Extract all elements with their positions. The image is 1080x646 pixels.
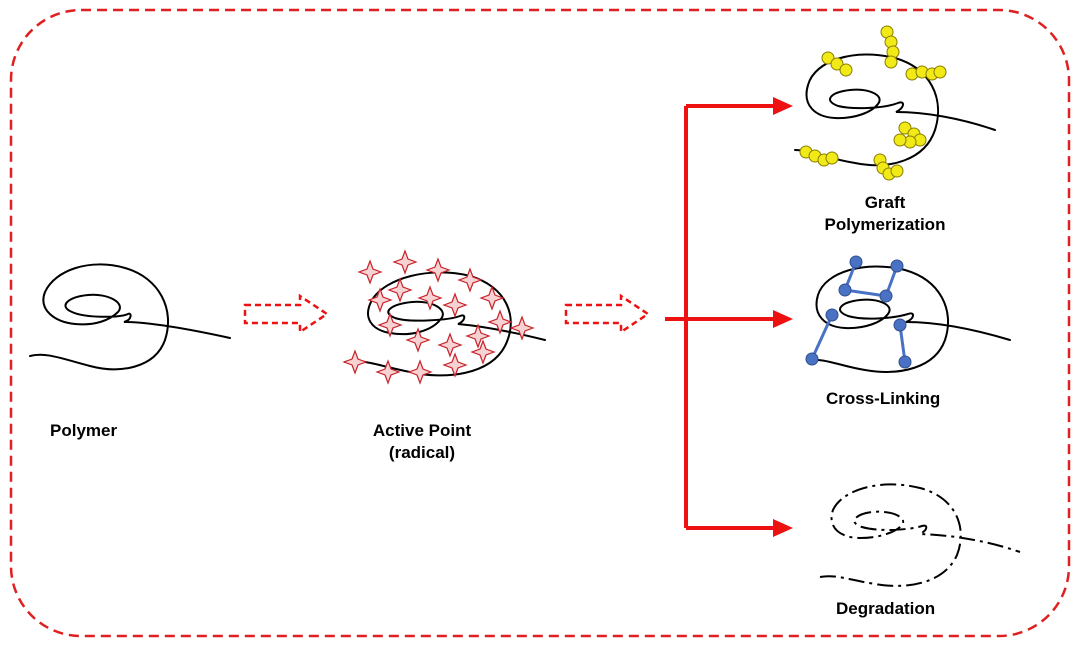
graft-polymer-chain	[794, 53, 996, 167]
graft-unit-icon	[821, 51, 835, 65]
active-point-star-icon	[367, 287, 393, 313]
active-point-star-icon	[487, 309, 513, 335]
graft-unit-icon	[884, 55, 898, 69]
crosslink-node-icon	[879, 289, 893, 303]
active-point-star-icon	[417, 285, 443, 311]
active-point-chain	[344, 271, 546, 377]
active-point-star-icon	[425, 257, 451, 283]
active-point-star-icon	[479, 285, 505, 311]
active-point-star-icon	[357, 259, 383, 285]
arrowhead-degradation	[773, 519, 793, 537]
active-point-star-icon	[377, 312, 403, 338]
label-active-point-line1: Active Point	[372, 421, 472, 440]
step-arrow-1	[243, 293, 330, 335]
crosslink-node-icon	[849, 255, 863, 269]
label-active-point: Active Point (radical)	[362, 420, 482, 464]
degraded-polymer-chain	[819, 483, 1021, 587]
active-point-star-icon	[442, 292, 468, 318]
active-point-star-icon	[392, 249, 418, 275]
crosslink-node-icon	[890, 259, 904, 273]
active-point-star-icon	[407, 359, 433, 385]
polymer-chain	[29, 263, 231, 371]
crosslink-node-icon	[805, 352, 819, 366]
label-polymer: Polymer	[50, 421, 118, 440]
label-graft-line2: Polymerization	[824, 215, 946, 234]
graft-unit-icon	[839, 63, 853, 77]
graft-side-chains	[799, 25, 947, 181]
active-point-star-icon	[405, 327, 431, 353]
label-active-point-line2: (radical)	[388, 443, 456, 462]
active-point-star-icon	[375, 359, 401, 385]
crosslink-node-icon	[893, 318, 907, 332]
crosslink-bonds	[805, 255, 912, 369]
active-point-star-icon	[437, 332, 463, 358]
step-arrow-2	[564, 293, 651, 335]
outer-dashed-frame	[9, 8, 1071, 638]
crosslink-bond	[810, 314, 834, 360]
branch-connector	[665, 97, 793, 537]
graft-unit-icon	[933, 65, 947, 79]
crosslink-bond	[844, 288, 887, 298]
active-point-star-icon	[509, 315, 535, 341]
active-point-star-icon	[387, 277, 413, 303]
active-point-star-icon	[470, 339, 496, 365]
arrowhead-crosslink	[773, 310, 793, 328]
label-graft-line1: Graft	[864, 193, 906, 212]
graft-unit-icon	[825, 151, 839, 165]
arrowhead-graft	[773, 97, 793, 115]
active-point-star-icon	[457, 267, 483, 293]
active-point-markers	[342, 249, 535, 385]
label-cross-linking: Cross-Linking	[826, 389, 941, 408]
label-degradation: Degradation	[836, 599, 936, 618]
crosslinked-polymer-chain	[807, 265, 1011, 373]
graft-unit-icon	[893, 133, 907, 147]
label-graft-polymerization: Graft Polymerization	[815, 192, 955, 236]
active-point-star-icon	[442, 352, 468, 378]
crosslink-node-icon	[898, 355, 912, 369]
active-point-star-icon	[465, 323, 491, 349]
graft-unit-icon	[830, 57, 844, 71]
graft-unit-icon	[890, 164, 904, 178]
graft-unit-icon	[898, 121, 912, 135]
active-point-star-icon	[342, 349, 368, 375]
crosslink-node-icon	[838, 283, 852, 297]
crosslink-node-icon	[825, 308, 839, 322]
